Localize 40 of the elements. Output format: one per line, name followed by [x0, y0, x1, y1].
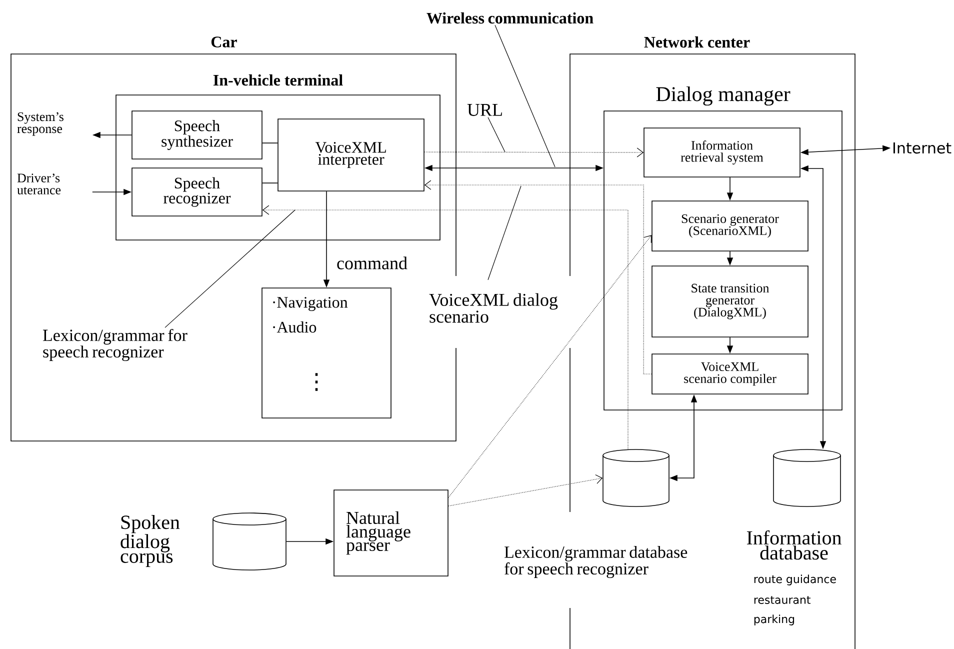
text-label: Internet — [893, 142, 952, 154]
process-box: Speech recognizer — [132, 168, 262, 216]
process-box: Scenario generator (ScenarioXML) — [652, 200, 808, 252]
process-box: Natural language parser — [334, 490, 448, 576]
leader-line — [494, 24, 556, 168]
leader-line — [488, 117, 506, 152]
text-label: Wireless communication — [426, 12, 594, 24]
database-label: Spoken dialog corpus — [120, 515, 180, 567]
box-heading: Network center — [644, 36, 750, 48]
text-label: Driver’s uterance — [17, 174, 61, 194]
ellipsis-mark: ⋮ — [315, 373, 318, 391]
process-box: State transition generator (DialogXML) — [652, 266, 808, 338]
arrow — [424, 148, 644, 158]
text-label: System’s response — [17, 112, 64, 136]
box-heading: Dialog manager — [656, 86, 790, 106]
text-label: VoiceXML dialog scenario — [429, 293, 558, 323]
process-box: VoiceXML interpreter — [278, 118, 424, 192]
arrow — [448, 474, 603, 506]
arrow — [424, 180, 652, 374]
edge-label: command — [336, 256, 408, 270]
leader-line — [164, 210, 296, 328]
process-box: VoiceXML scenario compiler — [652, 354, 808, 394]
box-heading: In-vehicle terminal — [213, 74, 343, 86]
text-label: URL — [467, 104, 502, 116]
process-box: Information retrieval system — [644, 128, 800, 178]
box-heading: Car — [211, 36, 237, 48]
arrow — [448, 235, 652, 498]
list-item: restaurant — [754, 596, 810, 604]
leader-line — [488, 186, 522, 280]
database-label: Information database — [746, 530, 842, 560]
connector-line — [262, 182, 278, 184]
arrow — [262, 205, 628, 450]
connector-line — [262, 142, 278, 144]
process-box: Speech synthesizer — [132, 110, 262, 160]
list-item: ·Audio — [273, 321, 316, 333]
database-label: Lexicon/grammar database for speech recognizer — [504, 546, 688, 578]
text-label: Lexicon/grammar for speech recognizer — [43, 328, 188, 362]
list-item: ·Navigation — [273, 297, 348, 312]
list-item: route guidance — [754, 574, 836, 586]
list-item: parking — [754, 614, 794, 626]
